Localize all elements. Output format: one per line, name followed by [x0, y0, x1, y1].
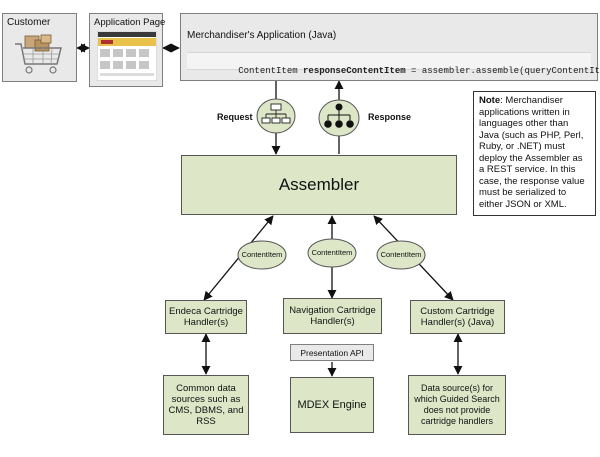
- merchandiser-application-box: Merchandiser's Application (Java) Conten…: [180, 13, 600, 81]
- mdex-engine-box: MDEX Engine: [290, 377, 374, 433]
- navigation-handler-label: Navigation Cartridge Handler(s): [289, 305, 376, 327]
- content-item-label-right: ContentItem: [380, 250, 422, 259]
- request-tree-icon: [256, 98, 296, 134]
- presentation-api-box: Presentation API: [290, 344, 374, 361]
- endeca-cartridge-handler-box: Endeca Cartridge Handler(s): [165, 300, 247, 334]
- custom-cartridge-handler-box: Custom Cartridge Handler(s) (Java): [410, 300, 505, 334]
- content-item-oval-center: [307, 238, 357, 268]
- code-prefix: ContentItem: [238, 66, 304, 76]
- assembler-label: Assembler: [278, 175, 360, 194]
- assembler-box: Assembler: [181, 155, 457, 215]
- customer-title: Customer: [7, 17, 51, 28]
- endeca-handler-label: Endeca Cartridge Handler(s): [169, 306, 243, 328]
- application-page-box: Application Page: [89, 13, 166, 87]
- note-text: : Merchandiser applications written in l…: [479, 95, 585, 210]
- common-sources-label: Common data sources such as CMS, DBMS, a…: [168, 383, 244, 427]
- content-item-label-left: ContentItem: [241, 250, 283, 259]
- response-tree-icon: [318, 99, 360, 137]
- note-heading: Note: [479, 95, 501, 106]
- code-variable: responseContentItem: [303, 66, 406, 76]
- content-item-oval-left: [237, 240, 287, 270]
- code-suffix: = assembler.assemble(queryContentItem);: [411, 66, 600, 76]
- content-item-oval-right: [376, 240, 426, 270]
- web-page-thumbnail-icon: [97, 31, 157, 81]
- response-label: Response: [368, 112, 412, 122]
- note-box: Note: Merchandiser applications written …: [473, 91, 596, 216]
- guided-search-sources-box: Data source(s) for which Guided Search d…: [408, 375, 506, 435]
- custom-handler-label: Custom Cartridge Handler(s) (Java): [420, 306, 495, 328]
- presentation-api-label: Presentation API: [300, 347, 364, 358]
- guided-sources-label: Data source(s) for which Guided Search d…: [414, 383, 500, 426]
- content-item-label-center: ContentItem: [311, 248, 353, 257]
- customer-box: Customer: [2, 13, 77, 82]
- common-data-sources-box: Common data sources such as CMS, DBMS, a…: [163, 375, 249, 435]
- shopping-cart-icon: [15, 34, 62, 74]
- application-page-title: Application Page: [94, 17, 166, 28]
- request-label: Request: [217, 112, 253, 122]
- navigation-cartridge-handler-box: Navigation Cartridge Handler(s): [283, 298, 382, 334]
- code-snippet: ContentItem responseContentItem = assemb…: [187, 52, 600, 76]
- mdex-engine-label: MDEX Engine: [297, 399, 367, 411]
- merchandiser-application-title: Merchandiser's Application (Java): [187, 30, 337, 41]
